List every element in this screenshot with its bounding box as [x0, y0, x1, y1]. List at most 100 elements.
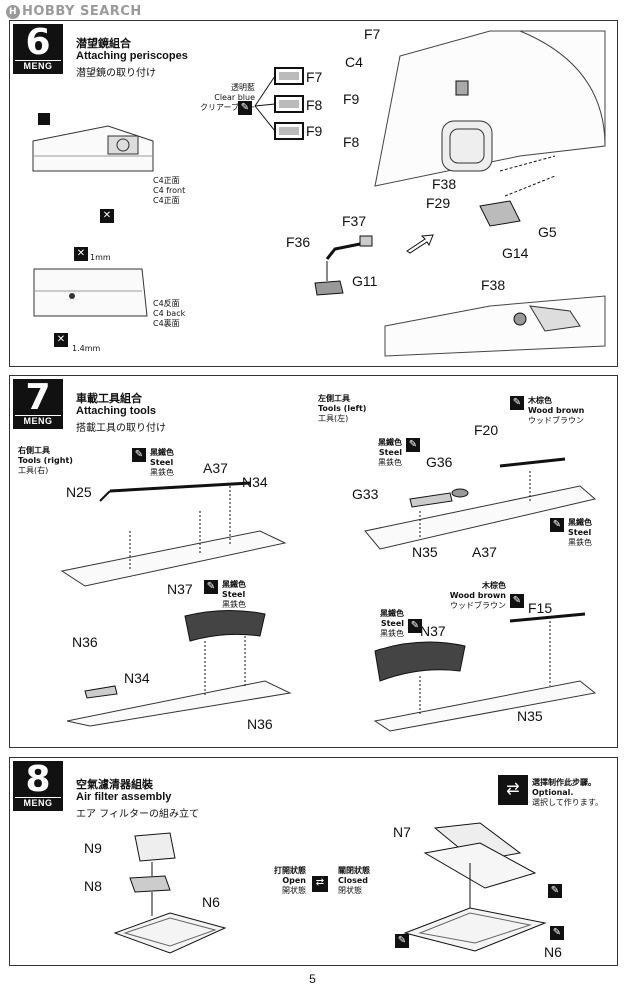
air-filter-open-art	[113, 832, 227, 954]
n36-fender-art	[66, 609, 292, 727]
c4-back-label: C4反面 C4 back C4裏面	[153, 299, 186, 328]
part-label-a37-left: A37	[472, 544, 497, 560]
part-label-n35-lower: N35	[517, 708, 543, 724]
part-label-f38-bottom: F38	[481, 277, 506, 293]
glue-icon: ✎	[548, 884, 562, 898]
paint-brush-icon: ✎	[132, 448, 146, 462]
paint-brush-icon: ✎	[510, 594, 524, 608]
part-label-n7: N7	[393, 824, 411, 840]
glue-icon: ✎	[550, 926, 564, 940]
page-number: 5	[309, 972, 316, 986]
part-label-f8: F8	[343, 134, 360, 150]
part-label-f37: F37	[342, 213, 367, 229]
part-label: F8	[306, 97, 323, 113]
periscope-parts-art	[254, 67, 304, 140]
step-title-ja: 搭載工具の取り付け	[76, 423, 166, 434]
step-title-en: Air filter assembly	[76, 791, 172, 803]
periscope-subassembly-art	[314, 235, 373, 296]
step-title-zh: 車載工具組合	[76, 392, 142, 405]
part-label-n36-lower: N36	[247, 716, 273, 732]
part-label-n34-lower: N34	[124, 670, 150, 686]
c4-back-drawing	[33, 268, 148, 317]
hobby-search-logo: H	[6, 4, 20, 19]
part-label-n6-closed: N6	[544, 944, 562, 960]
dim-label: 1mm	[90, 253, 111, 262]
part-label-n25: N25	[66, 484, 92, 500]
optional-swap-icon: ⇄	[498, 775, 528, 805]
part-label: F7	[306, 69, 323, 85]
part-label-g33: G33	[352, 486, 379, 502]
step-number: 7	[25, 377, 51, 418]
part-label-n35: N35	[412, 544, 438, 560]
turret-assembly-drawing	[374, 30, 606, 357]
paint-brush-icon: ✎	[550, 518, 564, 532]
paint-brush-icon: ✎	[238, 101, 252, 115]
drill-icon: ✕	[100, 209, 114, 223]
left-tools-fender-art	[364, 457, 597, 550]
dim-label: 1.4mm	[72, 344, 101, 353]
glue-icon: ✎	[395, 934, 409, 948]
step-badge: 8 MENG	[13, 759, 63, 811]
step-title-zh: 空氣濾清器組裝	[76, 778, 153, 791]
n37-fender-art	[373, 612, 597, 732]
part-label-n37-left: N37	[420, 623, 446, 639]
paint-brush-icon: ✎	[408, 619, 422, 633]
part-label-n36: N36	[72, 634, 98, 650]
part-label-n37: N37	[167, 581, 193, 597]
part-label-a37: A37	[203, 460, 228, 476]
part-label-n6: N6	[202, 894, 220, 910]
arrow-icon	[406, 234, 434, 254]
step-badge: 6 MENG	[13, 22, 63, 74]
tools-left-label: 左側工具 Tools (left) 工具(左)	[318, 394, 367, 423]
part-label-c4: C4	[345, 54, 363, 70]
step-number: 8	[25, 759, 51, 800]
part-label-n8: N8	[84, 878, 102, 894]
tools-right-label: 右側工具 Tools (right) 工具(右)	[18, 446, 73, 475]
part-label-g11: G11	[352, 273, 378, 289]
air-filter-closed-art	[403, 822, 547, 952]
step-number: 6	[25, 22, 51, 63]
paint-brush-icon: ✎	[204, 580, 218, 594]
brand-logo: MENG	[15, 797, 61, 809]
part-label-g14: G14	[502, 245, 529, 261]
part-label: F9	[306, 123, 323, 139]
step-title-ja: 潜望鏡の取り付け	[76, 68, 156, 79]
part-label-f15: F15	[528, 600, 553, 616]
c4-front-label: C4正面 C4 front C4正面	[153, 176, 186, 205]
brand-logo: MENG	[15, 415, 61, 427]
paint-clear-blue: 透明藍 Clear blue クリアーブルー	[199, 83, 255, 112]
c4-front-drawing	[32, 113, 154, 172]
part-label-f7: F7	[364, 26, 381, 42]
part-label-g5: G5	[538, 224, 557, 240]
part-label-g36: G36	[426, 454, 453, 470]
part-label-f36: F36	[286, 234, 311, 250]
part-label-n9: N9	[84, 840, 102, 856]
part-label-f9: F9	[343, 91, 360, 107]
drill-icon: ✕	[54, 333, 68, 347]
brand-logo: MENG	[15, 60, 61, 72]
step-title-zh: 潜望鏡組合	[76, 37, 131, 50]
part-label-f38: F38	[432, 176, 457, 192]
step-badge: 7 MENG	[13, 377, 63, 429]
part-label-n34: N34	[242, 474, 268, 490]
swap-state-icon: ⇄	[312, 876, 328, 892]
paint-brush-icon: ✎	[406, 438, 420, 452]
step-title-en: Attaching tools	[76, 405, 157, 417]
step-7-panel: 7 MENG 車載工具組合 Attaching tools 搭載工具の取り付け …	[9, 375, 618, 748]
part-label-f20: F20	[474, 422, 499, 438]
step-title-en: Attaching periscopes	[76, 50, 188, 62]
optional-note: 選擇制作此步驟。 Optional. 選択して作ります。	[532, 778, 603, 807]
paint-brush-icon: ✎	[510, 396, 524, 410]
right-tools-fender-art	[60, 481, 287, 587]
part-label-f29: F29	[426, 195, 451, 211]
